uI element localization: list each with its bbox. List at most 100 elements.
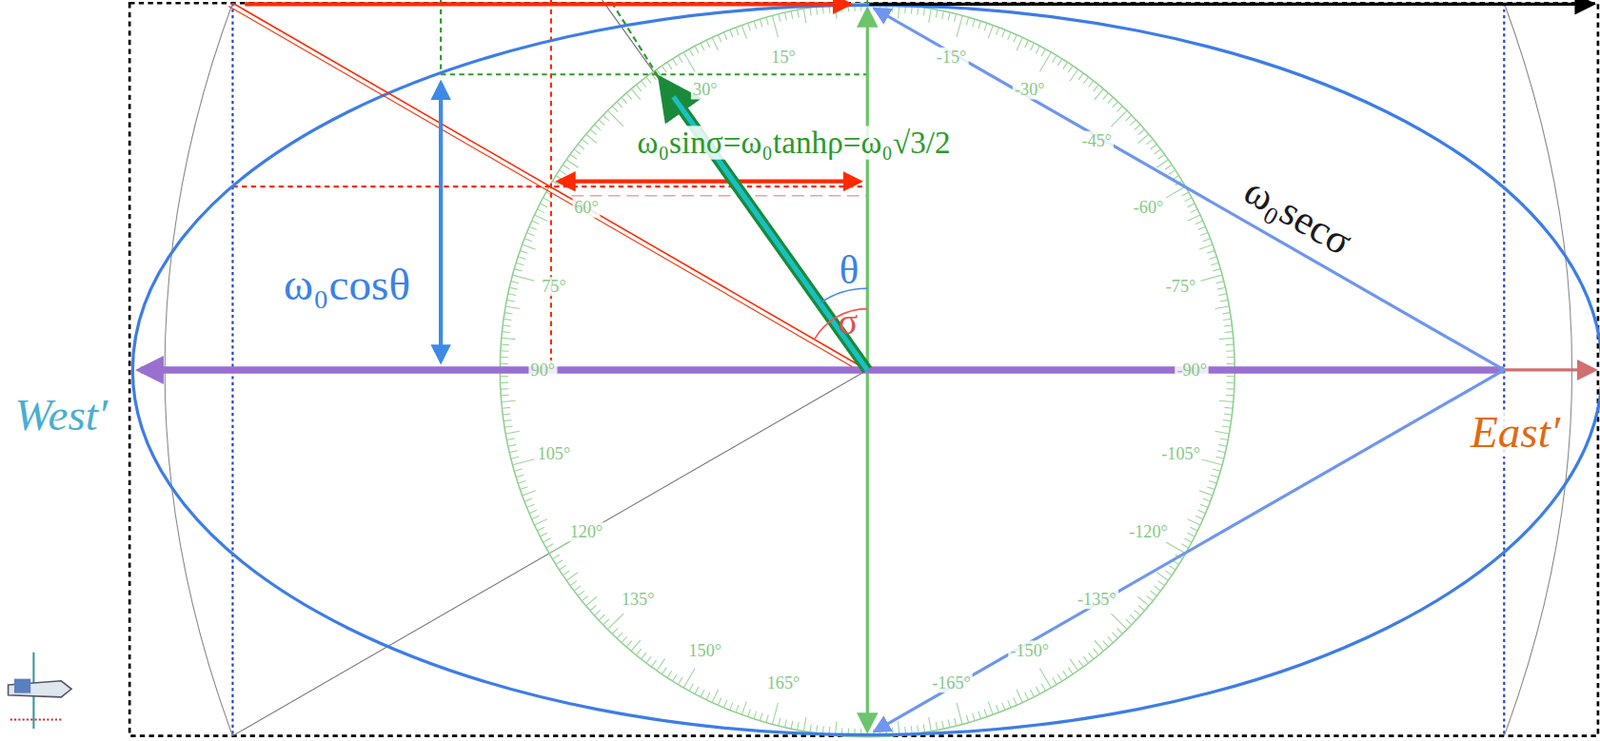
tick — [816, 6, 818, 15]
tick — [954, 14, 957, 22]
tick — [593, 124, 600, 131]
tick — [1199, 491, 1213, 496]
tick — [766, 17, 769, 25]
tick — [581, 595, 589, 601]
tick — [656, 659, 666, 672]
tick — [984, 22, 988, 31]
tick — [1184, 538, 1192, 543]
green-dashed — [440, 73, 868, 76]
tick — [504, 313, 513, 315]
tick — [1156, 572, 1168, 582]
tick — [626, 641, 633, 648]
tick — [1189, 527, 1198, 532]
sec-arrow — [875, 370, 1504, 731]
tick — [1206, 250, 1215, 254]
degree-label: 75° — [539, 276, 569, 297]
tick — [759, 19, 763, 27]
tick — [972, 19, 976, 27]
tick — [1225, 344, 1235, 347]
tick — [672, 59, 678, 66]
tick — [512, 459, 534, 466]
tick — [517, 481, 526, 485]
tick — [1039, 669, 1051, 689]
tick — [1112, 101, 1119, 108]
tick — [1217, 287, 1225, 290]
tick — [517, 256, 526, 260]
tick — [948, 719, 950, 728]
tick — [555, 176, 563, 181]
tick — [543, 538, 552, 543]
tick — [539, 203, 548, 208]
sigma-line — [228, 5, 864, 374]
tick — [612, 105, 618, 112]
tick — [1067, 668, 1073, 675]
formula-label: ω₀sinσ=ω₀tanhρ=ω₀√3/2 — [634, 125, 952, 159]
tick — [1116, 628, 1123, 634]
tick — [1181, 544, 1189, 549]
tick — [562, 164, 570, 170]
tick — [1168, 565, 1176, 571]
tick — [1200, 232, 1208, 236]
tick — [503, 419, 512, 421]
green-dashed — [610, 0, 658, 77]
tick — [1225, 350, 1235, 353]
tick — [1165, 571, 1172, 576]
tick — [923, 724, 925, 732]
tick — [1138, 129, 1145, 136]
tick — [503, 318, 512, 320]
tick — [1063, 61, 1068, 69]
tick — [499, 363, 509, 365]
tick — [532, 515, 540, 519]
tick — [1154, 149, 1162, 155]
tick — [1200, 459, 1223, 466]
tick — [706, 39, 711, 48]
tick — [700, 42, 705, 51]
grey-line — [232, 370, 868, 737]
tick — [1210, 474, 1219, 478]
degree-label: -45° — [1079, 131, 1114, 151]
tick — [923, 7, 925, 16]
tick — [559, 565, 567, 571]
tick — [577, 143, 585, 149]
tick — [723, 700, 727, 709]
tick — [1063, 671, 1068, 678]
tick — [771, 703, 778, 726]
tick — [1165, 186, 1186, 198]
tick — [559, 170, 567, 176]
tick — [661, 668, 667, 675]
tick — [1057, 674, 1063, 682]
degree-label: -120° — [1126, 522, 1170, 542]
tick — [700, 690, 705, 698]
tick — [1165, 164, 1172, 170]
direction-label: East′ — [1468, 410, 1562, 457]
tick — [1165, 542, 1186, 554]
tick — [566, 572, 578, 582]
tick — [1226, 363, 1236, 365]
tick — [771, 15, 778, 38]
tick — [570, 154, 577, 159]
tick — [1094, 88, 1105, 99]
tick — [942, 11, 945, 20]
tick — [1215, 281, 1224, 284]
tick — [928, 717, 932, 732]
tick — [536, 527, 545, 532]
tick — [1083, 656, 1088, 664]
tick — [1195, 515, 1204, 519]
tick — [1219, 400, 1234, 402]
tick — [1199, 244, 1213, 250]
tick — [598, 119, 605, 126]
degree-label: 15° — [769, 47, 798, 67]
tick — [1225, 382, 1235, 384]
tick — [631, 640, 641, 652]
tick — [1129, 614, 1136, 621]
tick — [1069, 69, 1079, 81]
tick — [635, 84, 641, 92]
black-arrow — [869, 2, 1592, 6]
degree-label: -150° — [1007, 641, 1051, 661]
tick — [694, 45, 699, 54]
tick — [766, 715, 769, 724]
tick — [505, 431, 520, 435]
tick — [631, 88, 641, 99]
tick — [956, 703, 963, 726]
tick — [621, 636, 628, 643]
